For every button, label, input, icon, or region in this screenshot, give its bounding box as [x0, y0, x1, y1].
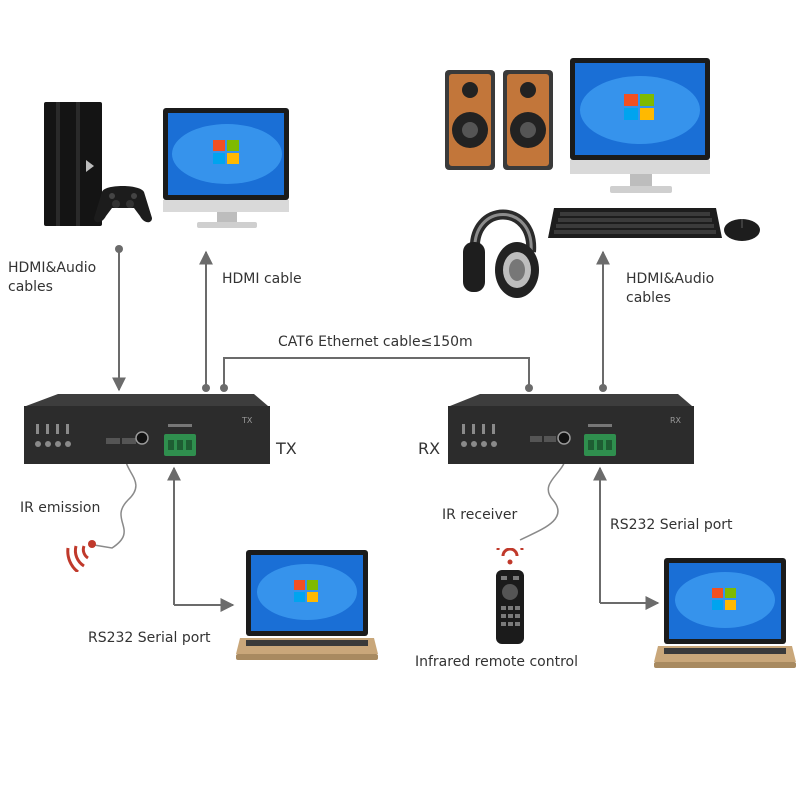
monitor-icon — [163, 108, 291, 238]
keyboard-icon — [548, 204, 723, 242]
ir-receiver-cable — [519, 449, 566, 541]
ir-receiver-label: IR receiver — [442, 507, 518, 523]
game-console-icon — [40, 100, 160, 230]
rx-hdmi-audio-out-line2: cables — [626, 290, 671, 306]
tx-box-front-tag: TX — [242, 416, 253, 425]
ir-signal-icon — [62, 536, 98, 572]
tx-hdmi-audio-in-line1: HDMI&Audio — [8, 260, 97, 276]
rx-laptop-icon — [654, 558, 796, 670]
tx-hdmi-out-label: HDMI cable — [222, 271, 302, 287]
tx-hdmi-out-line — [199, 250, 213, 392]
speakers-icon — [445, 68, 555, 173]
headphones-icon — [463, 182, 543, 304]
rx-box-front-tag: RX — [670, 416, 682, 425]
tx-hdmi-in-line — [112, 245, 126, 392]
rx-hdmi-audio-out-label: HDMI&Audio cables — [626, 270, 714, 308]
tx-rs232-line — [167, 466, 235, 612]
tx-rs232-label: RS232 Serial port — [88, 630, 211, 646]
ir-emission-label: IR emission — [20, 500, 101, 516]
rx-hdmi-out-line — [596, 250, 610, 392]
tx-hdmi-audio-in-label: HDMI&Audio cables — [8, 259, 96, 297]
rx-rs232-line — [593, 466, 660, 610]
mouse-icon — [722, 216, 762, 242]
rx-rs232-label: RS232 Serial port — [610, 517, 733, 533]
remote-label: Infrared remote control — [415, 654, 579, 670]
cat6-line — [220, 357, 533, 392]
remote-control-icon — [490, 548, 530, 648]
rx-tag: RX — [418, 439, 441, 458]
cat6-label: CAT6 Ethernet cable≤150m — [278, 334, 473, 350]
pc-monitor-icon — [570, 58, 712, 196]
rx-extender-box: RX — [444, 394, 694, 466]
tx-extender-box: TX — [18, 394, 270, 466]
tx-tag: TX — [276, 439, 297, 458]
tx-hdmi-audio-in-line2: cables — [8, 279, 53, 295]
ir-emission-cable — [93, 449, 137, 549]
rx-hdmi-audio-out-line1: HDMI&Audio — [626, 271, 715, 287]
tx-laptop-icon — [236, 550, 378, 662]
